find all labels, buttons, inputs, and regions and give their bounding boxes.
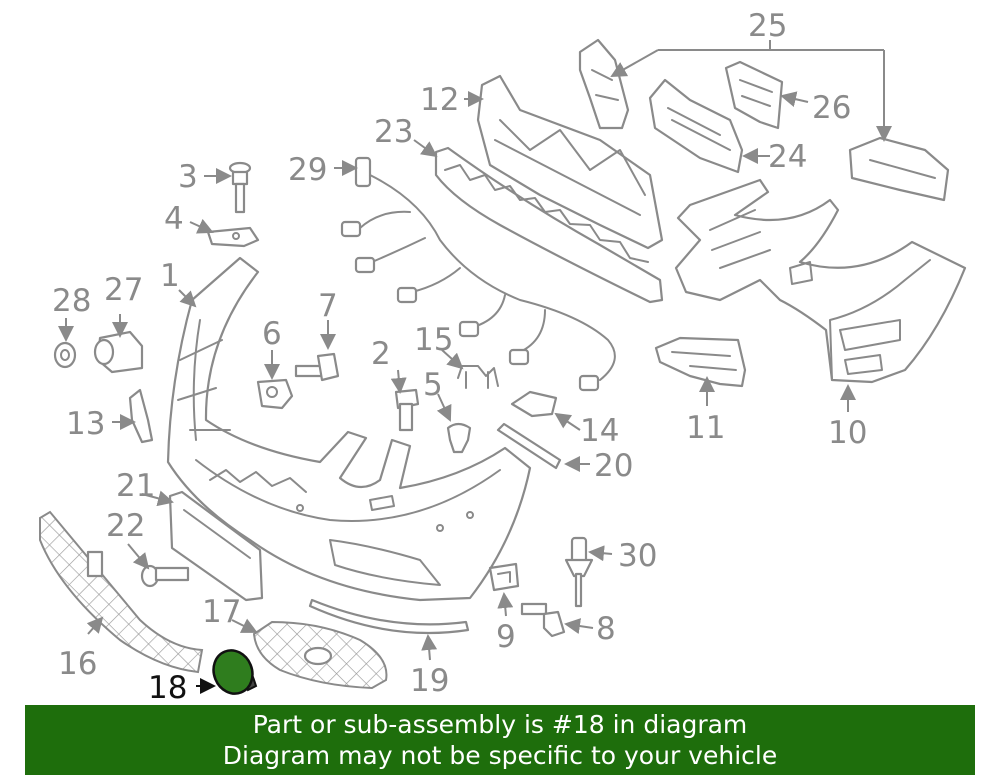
callout-29: 29 — [288, 152, 327, 188]
bracket-11-part — [654, 336, 747, 388]
bracket-24-part — [648, 78, 744, 174]
callout-20: 20 — [594, 448, 633, 484]
side-grille-17-part — [252, 620, 388, 690]
bracket-21-part — [168, 490, 264, 602]
callout-labels: 1 2 3 4 5 6 7 8 9 10 11 12 13 14 15 16 1… — [52, 8, 867, 706]
bracket-25-right-part — [848, 136, 950, 202]
bracket-26-part — [724, 60, 784, 130]
bumper-carrier-part — [674, 178, 967, 384]
leader-lines — [58, 40, 892, 694]
bracket-13-part — [128, 388, 154, 444]
bolt-8-part — [520, 602, 566, 638]
sensor-27-part — [93, 330, 144, 374]
bolt-7-part — [294, 352, 340, 382]
highlighted-part-18 — [212, 649, 258, 695]
wiring-harness-29-part — [340, 156, 616, 392]
clip-4-part — [206, 226, 260, 248]
callout-14: 14 — [580, 413, 619, 449]
strip-20-part — [496, 422, 562, 470]
callout-5: 5 — [423, 367, 443, 403]
bolt-22-part — [140, 564, 190, 588]
lower-grille-16-part — [39, 510, 204, 674]
info-banner: Part or sub-assembly is #18 in diagram D… — [25, 705, 975, 775]
callout-7: 7 — [318, 288, 338, 324]
callout-30: 30 — [618, 538, 657, 574]
callout-8: 8 — [596, 611, 616, 647]
callout-2: 2 — [371, 336, 391, 372]
clip-9-part — [488, 562, 520, 592]
callout-17: 17 — [202, 594, 241, 630]
callout-11: 11 — [686, 410, 725, 446]
bolt-2-part — [394, 388, 420, 432]
callout-25: 25 — [748, 8, 787, 44]
callout-16: 16 — [58, 646, 97, 682]
clip-5-part — [446, 422, 472, 454]
trim-strip-19-part — [308, 598, 470, 635]
callout-19: 19 — [410, 663, 449, 699]
impact-strip-23-part — [434, 146, 664, 304]
bolt-3-part — [228, 161, 252, 214]
impact-absorber-12-part — [476, 74, 664, 250]
callout-18: 18 — [148, 670, 187, 706]
callout-15: 15 — [414, 322, 453, 358]
callout-28: 28 — [52, 283, 91, 319]
clip-15-part — [457, 365, 499, 389]
sensor-30-part — [564, 536, 594, 608]
callout-6: 6 — [262, 316, 282, 352]
callout-4: 4 — [164, 201, 184, 237]
sensor-28-part — [53, 341, 77, 369]
callout-3: 3 — [178, 159, 198, 195]
callout-10: 10 — [828, 415, 867, 451]
callout-13: 13 — [66, 406, 105, 442]
callout-23: 23 — [374, 114, 413, 150]
callout-9: 9 — [496, 619, 516, 655]
bracket-14-part — [510, 390, 558, 418]
callout-27: 27 — [104, 272, 143, 308]
callout-12: 12 — [420, 82, 459, 118]
bumper-cover-part — [166, 256, 532, 602]
bracket-25-left-part — [578, 38, 630, 130]
banner-line-1: Part or sub-assembly is #18 in diagram — [252, 710, 748, 739]
callout-1: 1 — [160, 258, 180, 294]
callout-21: 21 — [116, 468, 155, 504]
callout-22: 22 — [106, 508, 145, 544]
callout-26: 26 — [812, 90, 851, 126]
bolt-6-part — [256, 378, 294, 410]
callout-24: 24 — [768, 139, 807, 175]
banner-line-2: Diagram may not be specific to your vehi… — [222, 741, 778, 770]
